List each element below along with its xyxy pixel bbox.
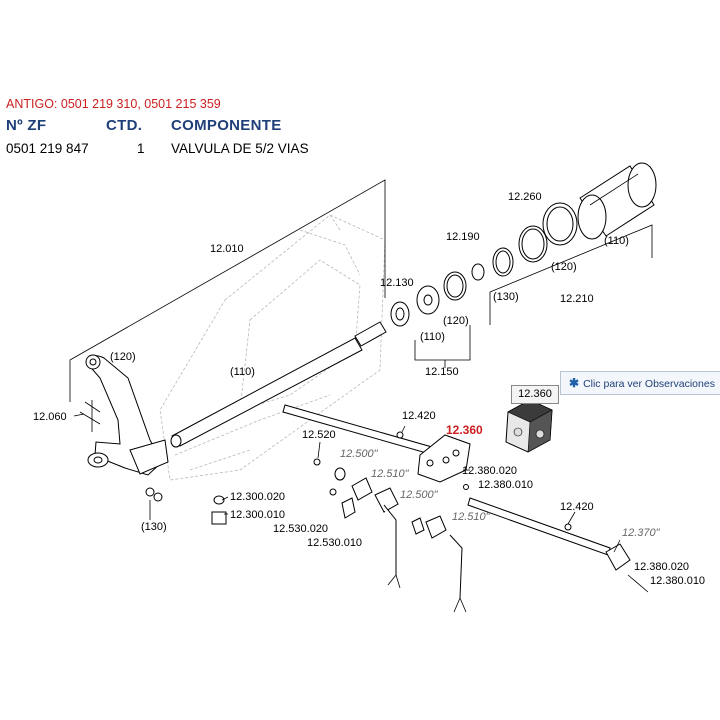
label-12530020: 12.530.020 — [273, 523, 328, 535]
bracket-12210 — [489, 224, 653, 325]
lever-part — [85, 354, 169, 476]
seal-stack — [390, 202, 578, 327]
shaft-part — [170, 321, 387, 448]
label-120-lever: (120) — [110, 351, 136, 363]
label-12150: 12.150 — [425, 366, 459, 378]
label-12260: 12.260 — [508, 191, 542, 203]
label-12380020-a: 12.380.020 — [462, 465, 517, 477]
observations-link[interactable]: ✱Clic para ver Observaciones — [560, 371, 720, 395]
label-12300010: 12.300.010 — [230, 509, 285, 521]
label-12130: 12.130 — [380, 277, 414, 289]
leader-lines — [73, 413, 621, 553]
label-130-bolt: (130) — [141, 521, 167, 533]
label-12420-lower: 12.420 — [560, 501, 594, 513]
label-110-seal: (110) — [420, 331, 445, 343]
part-quantity: 1 — [137, 141, 145, 156]
label-12300020: 12.300.020 — [230, 491, 285, 503]
label-12010: 12.010 — [210, 243, 244, 255]
label-12420-upper: 12.420 — [402, 410, 436, 422]
label-12360[interactable]: 12.360 — [446, 423, 483, 437]
label-120-seal: (120) — [443, 315, 469, 327]
observations-text: Clic para ver Observaciones — [583, 378, 715, 390]
screws-12060 — [79, 400, 163, 502]
actuator-12370 — [605, 543, 649, 593]
label-12520: 12.520 — [302, 429, 336, 441]
header-quantity: CTD. — [106, 117, 143, 134]
label-12380020-b: 12.380.020 — [634, 561, 689, 573]
valve-thumbnail[interactable] — [505, 399, 553, 453]
bracket-12010 — [69, 179, 386, 402]
label-12190: 12.190 — [446, 231, 480, 243]
label-130-ring: (130) — [493, 291, 519, 303]
thumbnail-label[interactable]: 12.360 — [511, 385, 559, 404]
label-12530010: 12.530.010 — [307, 537, 362, 549]
fittings — [211, 458, 467, 613]
label-12510-b: 12.510" — [452, 511, 491, 523]
label-12370: 12.370" — [622, 527, 661, 539]
piston-part — [577, 162, 657, 240]
label-12380010-b: 12.380.010 — [650, 575, 705, 587]
label-12500-b: 12.500" — [400, 489, 439, 501]
label-110-shaft: (110) — [230, 366, 255, 378]
former-part-numbers: ANTIGO: 0501 219 310, 0501 215 359 — [6, 97, 221, 111]
label-12210: 12.210 — [560, 293, 594, 305]
asterisk-icon: ✱ — [569, 376, 580, 390]
header-zf-number: Nº ZF — [6, 117, 47, 134]
label-12380010-a: 12.380.010 — [478, 479, 533, 491]
part-zf-number: 0501 219 847 — [6, 141, 89, 156]
header-component: COMPONENTE — [171, 117, 282, 134]
label-12500-a: 12.500" — [340, 448, 379, 460]
bracket-12150 — [414, 325, 471, 361]
label-12510-a: 12.510" — [371, 468, 410, 480]
valve-12360 — [417, 434, 471, 490]
part-component-name: VALVULA DE 5/2 VIAS — [171, 141, 309, 156]
label-120-ring: (120) — [551, 261, 577, 273]
label-110-piston: (110) — [604, 235, 629, 247]
label-12060: 12.060 — [33, 411, 67, 423]
